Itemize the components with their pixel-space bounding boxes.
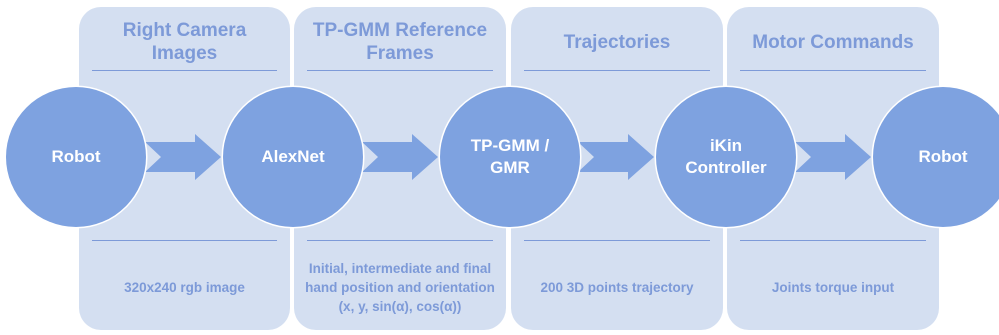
flow-arrow-icon — [795, 134, 871, 180]
stage-divider-bottom — [524, 240, 710, 241]
stage-description: Initial, intermediate and final hand pos… — [305, 260, 495, 314]
stage-description: 200 3D points trajectory — [540, 279, 694, 295]
stage-title: TP-GMM Reference Frames — [312, 20, 488, 64]
flow-arrow-icon — [145, 134, 221, 180]
node-robot-target: Robot — [873, 87, 999, 227]
stage-divider-top — [740, 70, 926, 71]
stage-divider-top — [307, 70, 493, 71]
stage-title: Right Camera Images — [122, 20, 247, 64]
node-alexnet: AlexNet — [223, 87, 363, 227]
stage-divider-top — [92, 70, 277, 71]
stage-divider-bottom — [92, 240, 277, 241]
flow-arrow-icon — [362, 134, 438, 180]
stage-divider-bottom — [307, 240, 493, 241]
stage-divider-top — [524, 70, 710, 71]
flow-arrow-icon — [578, 134, 654, 180]
stage-divider-bottom — [740, 240, 926, 241]
node-ikin-controller: iKin Controller — [656, 87, 796, 227]
stage-description: 320x240 rgb image — [124, 279, 245, 295]
stage-title: Motor Commands — [752, 32, 914, 53]
node-tpgmm-gmr: TP-GMM / GMR — [440, 87, 580, 227]
node-robot-source: Robot — [6, 87, 146, 227]
stage-title: Trajectories — [563, 32, 671, 53]
stage-description: Joints torque input — [771, 279, 895, 295]
